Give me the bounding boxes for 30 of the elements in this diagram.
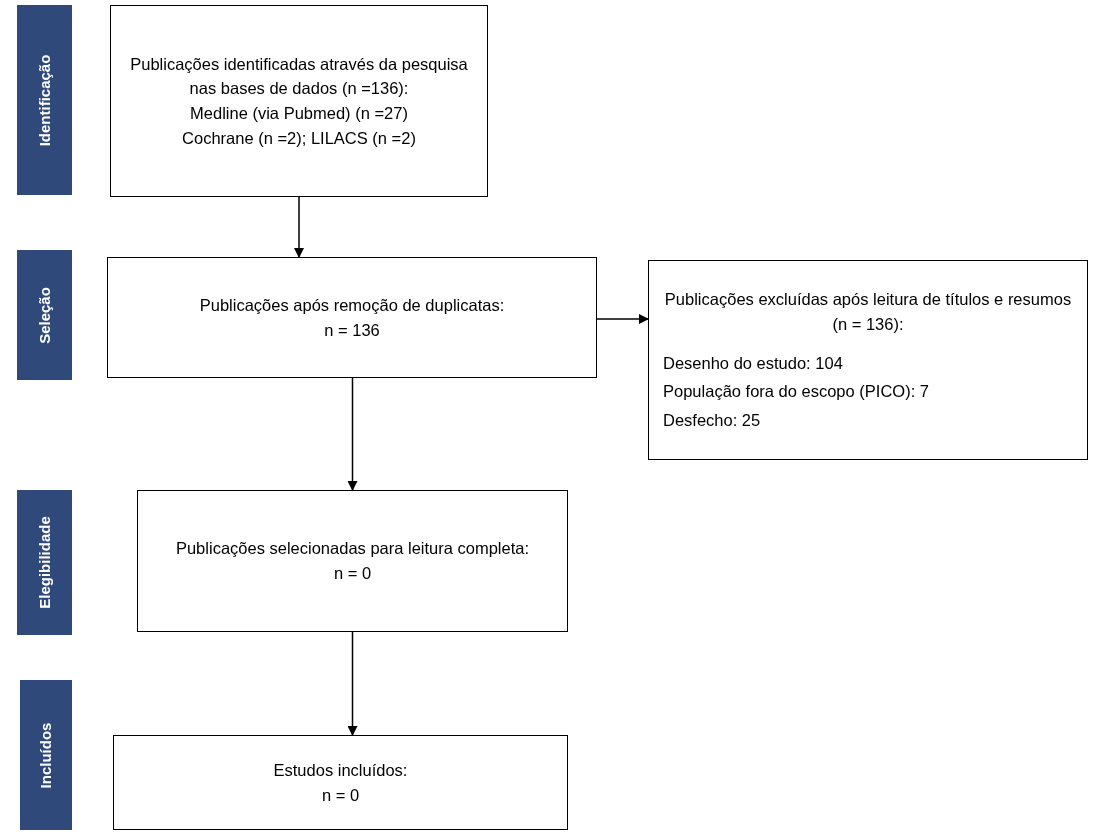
stage-label: Elegibilidade (36, 516, 53, 609)
box-heading: Estudos incluídos: (273, 759, 408, 781)
stage-label: Seleção (36, 286, 53, 344)
box-text: Desenho do estudo: 104 (663, 352, 844, 374)
arrow (347, 377, 358, 491)
process-box (648, 260, 1088, 460)
process-box (107, 257, 597, 378)
stage-band (17, 250, 72, 380)
box-text: n = 136 (324, 319, 380, 341)
process-box (110, 5, 488, 197)
box-text: n = 0 (333, 563, 372, 584)
box-text: Medline (via Pubmed) (n =27) (190, 103, 408, 124)
box-heading: Publicações excluídas após leitura de títulos e resumos (n = 136): (663, 289, 1073, 335)
stage-band (17, 5, 72, 195)
stage-band (17, 490, 72, 635)
process-box (113, 735, 568, 830)
box-text: Desfecho: 25 (663, 410, 762, 432)
box-text: n = 0 (321, 784, 360, 806)
arrow (294, 196, 304, 258)
stage-label: Identificação (36, 54, 53, 146)
process-box (137, 490, 568, 632)
box-heading: Publicações após remoção de duplicatas: (199, 294, 505, 316)
arrow (347, 631, 358, 736)
stage-label: Incluídos (37, 722, 55, 788)
box-heading: Publicações identificadas através da pesquisa nas bases de dados (n =136): (129, 53, 469, 100)
arrow (596, 314, 649, 324)
box-text: População fora do escopo (PICO): 7 (663, 381, 930, 403)
box-text: Cochrane (n =2); LILACS (n =2) (182, 127, 416, 149)
box-heading: Publicações selecionadas para leitura completa: (175, 538, 530, 560)
stage-band (20, 680, 72, 830)
